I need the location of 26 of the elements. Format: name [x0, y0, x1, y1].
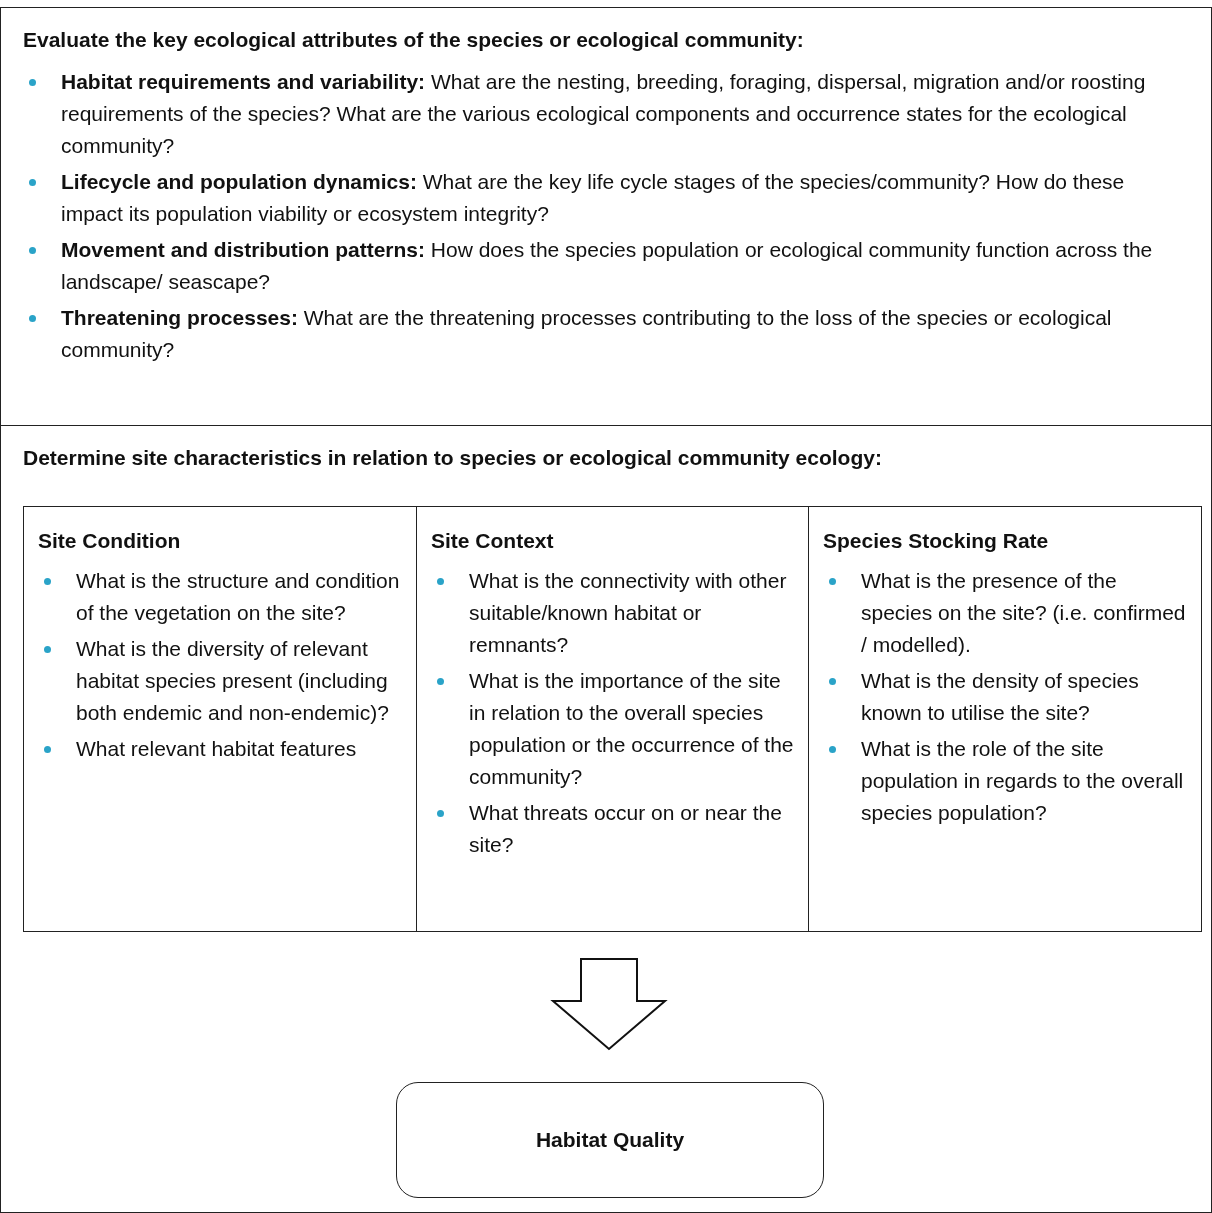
heading: Determine site characteristics in relation to species or ecological community ecology:	[23, 445, 883, 471]
bullet-text: Habitat requirements and variability: What are the nesting, breeding, foraging, dispersal, migration and/or roosting requirements of the species? What are the various ecological components and occurrence states for the ecological community?	[23, 66, 1189, 162]
bullet-text: What threats occur on or near the site?	[431, 797, 794, 861]
bullet-text: What is the connectivity with other suitable/known habitat or remnants?	[431, 565, 794, 661]
heading: Species Stocking Rate	[823, 528, 1050, 554]
bullet-text: What is the importance of the site in relation to the overall species population or the occurrence of the community?	[431, 665, 794, 793]
bullet-text: Movement and distribution patterns: How does the species population or ecological community function across the landscape/ seascape?	[23, 234, 1189, 298]
bullet-text: Threatening processes: What are the threatening processes contributing to the loss of the species or ecological community?	[23, 302, 1189, 366]
bullet-text: What is the diversity of relevant habitat species present (including both endemic and non-endemic)?	[38, 633, 402, 729]
bullet-text: What relevant habitat features	[38, 733, 402, 765]
bullet-text: Lifecycle and population dynamics: What are the key life cycle stages of the species/community? How do these impact its population viability or ecosystem integrity?	[23, 166, 1189, 230]
hollow-arrow	[550, 958, 668, 1051]
bullet-text: What is the role of the site population in regards to the overall species population?	[823, 733, 1187, 829]
heading: Site Context	[431, 528, 555, 554]
bullet-text: What is the density of species known to utilise the site?	[823, 665, 1187, 729]
heading: Evaluate the key ecological attributes of the species or ecological community:	[23, 27, 805, 53]
bullet-text: What is the structure and condition of the vegetation on the site?	[38, 565, 402, 629]
result-label: Habitat Quality	[535, 1127, 685, 1153]
column-box	[416, 506, 809, 932]
section-panel	[0, 7, 1212, 426]
column-box	[23, 506, 417, 932]
bullet-text: What is the presence of the species on the site? (i.e. confirmed / modelled).	[823, 565, 1187, 661]
rounded-box	[396, 1082, 824, 1198]
heading: Site Condition	[38, 528, 182, 554]
section-panel	[0, 425, 1212, 1213]
column-box	[808, 506, 1202, 932]
